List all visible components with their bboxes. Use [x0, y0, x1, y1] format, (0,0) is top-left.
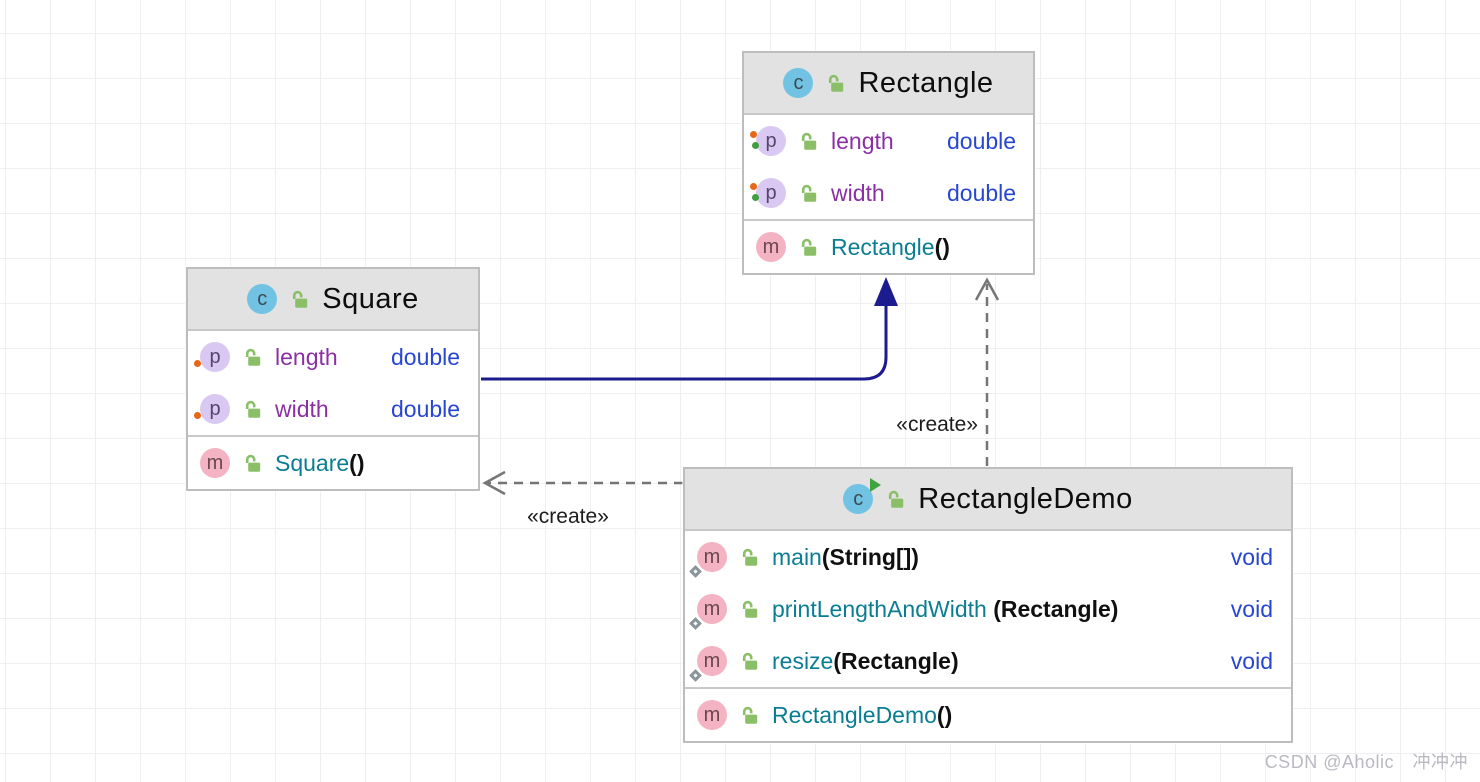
constructor-row-rectangle[interactable]: m Rectangle() [744, 219, 1033, 273]
edge-inheritance-square-to-rectangle[interactable] [481, 277, 898, 381]
unlock-icon [742, 652, 758, 670]
method-name: main [772, 543, 822, 570]
class-box-rectangle[interactable]: c Rectangle p length double [742, 51, 1035, 275]
class-header-square[interactable]: c Square [188, 269, 478, 331]
unlock-icon [293, 290, 308, 308]
edge-label-create-rectangle: «create» [896, 413, 978, 436]
static-diamond-icon [689, 669, 702, 682]
unlock-icon [801, 238, 817, 256]
method-row-printlengthandwidth[interactable]: m printLengthAndWidth (Rectangle) void [685, 583, 1291, 635]
class-header-rectangledemo[interactable]: c RectangleDemo [685, 469, 1291, 531]
green-dot-icon [752, 142, 759, 149]
unlock-icon [742, 706, 758, 724]
field-row-width[interactable]: p width double [744, 167, 1033, 219]
field-name: length [831, 127, 894, 154]
method-name: printLengthAndWidth [772, 595, 987, 622]
field-name: width [275, 395, 329, 422]
property-icon: p [750, 178, 786, 208]
orange-dot-icon [194, 412, 201, 419]
method-icon: m [200, 448, 230, 478]
constructor-name: Square [275, 449, 350, 476]
class-box-rectangledemo[interactable]: c RectangleDemo m main(String[]) void [683, 467, 1293, 743]
green-dot-icon [752, 194, 759, 201]
class-title: Rectangle [858, 66, 994, 99]
class-title: Square [322, 282, 419, 315]
method-return-type: void [1230, 595, 1273, 622]
constructor-name: Rectangle [831, 233, 935, 260]
method-return-type: void [1230, 647, 1273, 674]
field-name: length [275, 343, 338, 370]
field-row-length[interactable]: p length double [744, 115, 1033, 167]
property-icon: p [194, 342, 230, 372]
constructor-parens: () [349, 449, 365, 476]
constructor-name: RectangleDemo [772, 701, 937, 728]
unlock-icon [801, 132, 817, 150]
unlock-icon [742, 548, 758, 566]
constructor-parens: () [934, 233, 950, 260]
field-type: double [947, 127, 1017, 154]
field-row-length[interactable]: p length double [188, 331, 478, 383]
field-row-width[interactable]: p width double [188, 383, 478, 435]
unlock-icon [245, 348, 261, 366]
field-type: double [391, 395, 461, 422]
orange-dot-icon [750, 183, 757, 190]
method-icon: m [697, 700, 727, 730]
class-icon-letter: c [853, 488, 864, 510]
edge-create-rectangledemo-to-rectangle[interactable] [974, 277, 1000, 466]
unlock-icon [742, 600, 758, 618]
method-params: (Rectangle) [833, 647, 959, 674]
class-box-square[interactable]: c Square p length double [186, 267, 480, 491]
constructor-parens: () [936, 701, 953, 728]
constructor-row-square[interactable]: m Square() [188, 435, 478, 489]
static-method-icon: m [689, 594, 727, 630]
method-name: resize [772, 647, 834, 674]
unlock-icon [245, 454, 261, 472]
run-triangle-icon [870, 478, 882, 492]
field-name: width [831, 179, 885, 206]
class-header-rectangle[interactable]: c Rectangle [744, 53, 1033, 115]
orange-dot-icon [194, 360, 201, 367]
runnable-class-icon: c [843, 478, 882, 514]
edge-label-create-square: «create» [527, 505, 609, 528]
orange-dot-icon [750, 131, 757, 138]
property-icon: p [750, 126, 786, 156]
unlock-icon [829, 74, 844, 92]
unlock-icon [245, 400, 261, 418]
method-row-resize[interactable]: m resize(Rectangle) void [685, 635, 1291, 687]
field-type: double [947, 179, 1017, 206]
method-params: (String[]) [821, 543, 919, 570]
static-method-icon: m [689, 542, 727, 578]
unlock-icon [889, 490, 904, 508]
method-icon: m [756, 232, 786, 262]
static-method-icon: m [689, 646, 727, 682]
static-diamond-icon [689, 565, 702, 578]
static-diamond-icon [689, 617, 702, 630]
class-icon-letter: c [257, 288, 268, 310]
class-icon: c [247, 284, 278, 314]
constructor-row-rectangledemo[interactable]: m RectangleDemo() [685, 687, 1291, 741]
method-row-main[interactable]: m main(String[]) void [685, 531, 1291, 583]
watermark: CSDN @Aholic 冲冲冲 [1264, 752, 1468, 772]
method-return-type: void [1230, 543, 1273, 570]
class-icon-letter: c [793, 72, 804, 94]
property-icon: p [194, 394, 230, 424]
unlock-icon [801, 184, 817, 202]
class-title: RectangleDemo [918, 482, 1133, 515]
class-icon: c [783, 68, 814, 98]
field-type: double [391, 343, 461, 370]
method-params: (Rectangle) [986, 595, 1119, 622]
edge-create-rectangledemo-to-square[interactable] [482, 470, 683, 496]
